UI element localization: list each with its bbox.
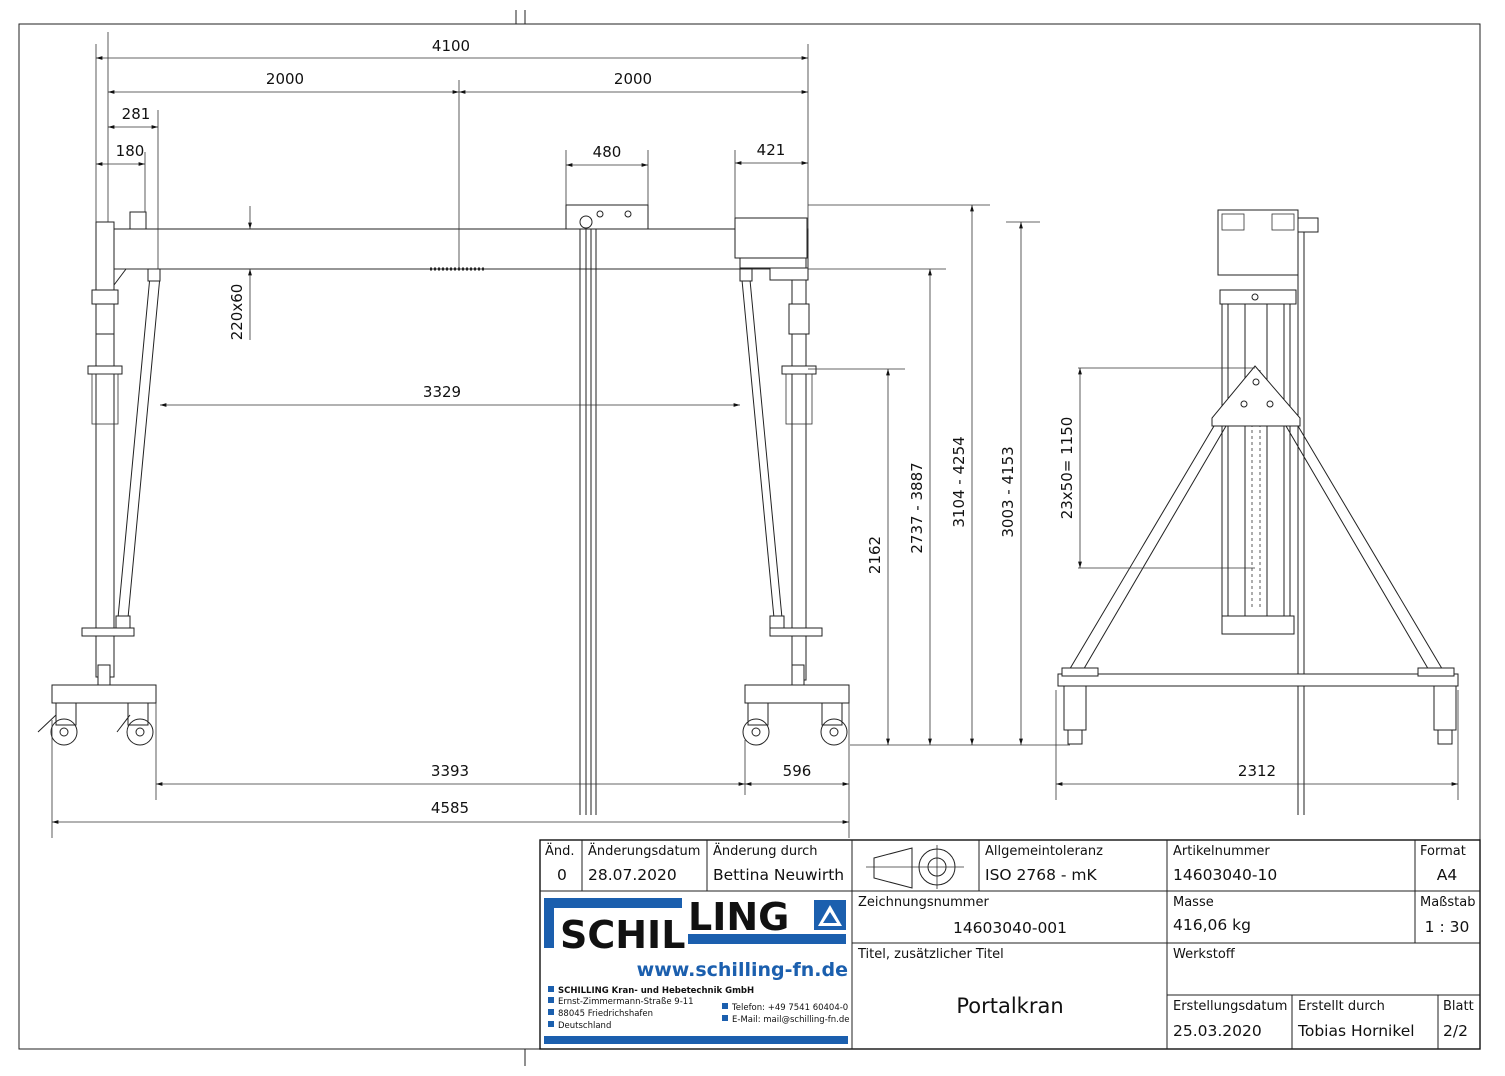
sheet-label: Blatt — [1443, 999, 1474, 1014]
company-street: Ernst-Zimmermann-Straße 9-11 — [558, 997, 694, 1007]
dim-2000-left: 2000 — [266, 70, 304, 88]
sheet-value: 2/2 — [1443, 1022, 1468, 1040]
main-beam — [95, 228, 809, 270]
logo-text-right: LING — [688, 895, 789, 939]
right-end-carriage — [734, 217, 808, 259]
logo-text-left: SCHIL — [560, 913, 685, 957]
title-block: Änd. 0 Änderungsdatum 28.07.2020 Änderun… — [539, 839, 1481, 1050]
dim-421: 421 — [757, 141, 786, 159]
rev-label: Änd. — [545, 843, 575, 859]
dim-4585: 4585 — [431, 799, 469, 817]
dim-281: 281 — [122, 105, 151, 123]
company-email: E-Mail: mail@schilling-fn.de — [732, 1015, 849, 1025]
title-label: Titel, zusätzlicher Titel — [857, 947, 1004, 962]
company-city: 88045 Friedrichshafen — [558, 1009, 653, 1019]
change-date-label: Änderungsdatum — [588, 843, 700, 859]
dim-3393: 3393 — [431, 762, 469, 780]
trolley — [565, 204, 649, 815]
projection-symbol-icon — [866, 845, 964, 889]
scale-label: Maßstab — [1420, 895, 1475, 910]
change-date-value: 28.07.2020 — [588, 866, 677, 884]
tolerance-label: Allgemeintoleranz — [985, 844, 1103, 859]
article-value: 14603040-10 — [1173, 866, 1277, 884]
mass-label: Masse — [1173, 895, 1214, 910]
front-view: 4100 2000 2000 281 180 480 421 220x60 33… — [37, 32, 1000, 838]
dim-596: 596 — [783, 762, 812, 780]
dim-220x60: 220x60 — [228, 284, 246, 341]
created-by-label: Erstellt durch — [1298, 999, 1385, 1014]
scale-value: 1 : 30 — [1425, 918, 1470, 936]
drawing-no-value: 14603040-001 — [953, 919, 1067, 937]
company-country: Deutschland — [558, 1021, 611, 1031]
created-by-value: Tobias Hornikel — [1297, 1022, 1415, 1040]
article-label: Artikelnummer — [1173, 844, 1270, 859]
left-wheels — [37, 702, 154, 746]
side-view: 3003 - 4153 — [999, 209, 1459, 815]
dim-2000-right: 2000 — [614, 70, 652, 88]
changed-by-value: Bettina Neuwirth — [713, 866, 844, 884]
drawing-no-label: Zeichnungsnummer — [858, 895, 989, 910]
created-date-label: Erstellungsdatum — [1173, 999, 1287, 1014]
changed-by-label: Änderung durch — [713, 843, 818, 859]
right-post — [791, 279, 807, 681]
dim-3329: 3329 — [423, 383, 461, 401]
format-label: Format — [1420, 844, 1466, 859]
created-date-value: 25.03.2020 — [1173, 1022, 1262, 1040]
dim-hole-pattern: 23x50= 1150 — [1058, 417, 1076, 520]
dim-480: 480 — [593, 143, 622, 161]
format-value: A4 — [1437, 866, 1457, 884]
tolerance-value: ISO 2768 - mK — [985, 866, 1098, 884]
right-base — [744, 684, 850, 704]
dim-180: 180 — [116, 142, 145, 160]
material-label: Werkstoff — [1173, 947, 1236, 962]
company-website: www.schilling-fn.de — [637, 959, 848, 981]
company-phone: Telefon: +49 7541 60404-0 — [731, 1003, 848, 1013]
company-name: SCHILLING Kran- und Hebetechnik GmbH — [558, 986, 754, 996]
right-wheels — [742, 702, 848, 746]
dim-2162: 2162 — [866, 536, 884, 574]
dim-2312: 2312 — [1238, 762, 1276, 780]
dim-3104-4254: 3104 - 4254 — [950, 436, 968, 527]
left-base — [51, 684, 157, 704]
dim-2737-3887: 2737 - 3887 — [908, 462, 926, 553]
rev-value: 0 — [557, 866, 567, 884]
dim-3003-4153: 3003 - 4153 — [999, 446, 1017, 537]
company-logo: SCHIL LING www.schilling-fn.de SCHILLING… — [542, 894, 850, 1047]
side-base-beam — [1057, 673, 1459, 687]
dim-4100: 4100 — [432, 37, 470, 55]
title-value: Portalkran — [956, 994, 1063, 1018]
mass-value: 416,06 kg — [1173, 916, 1251, 934]
